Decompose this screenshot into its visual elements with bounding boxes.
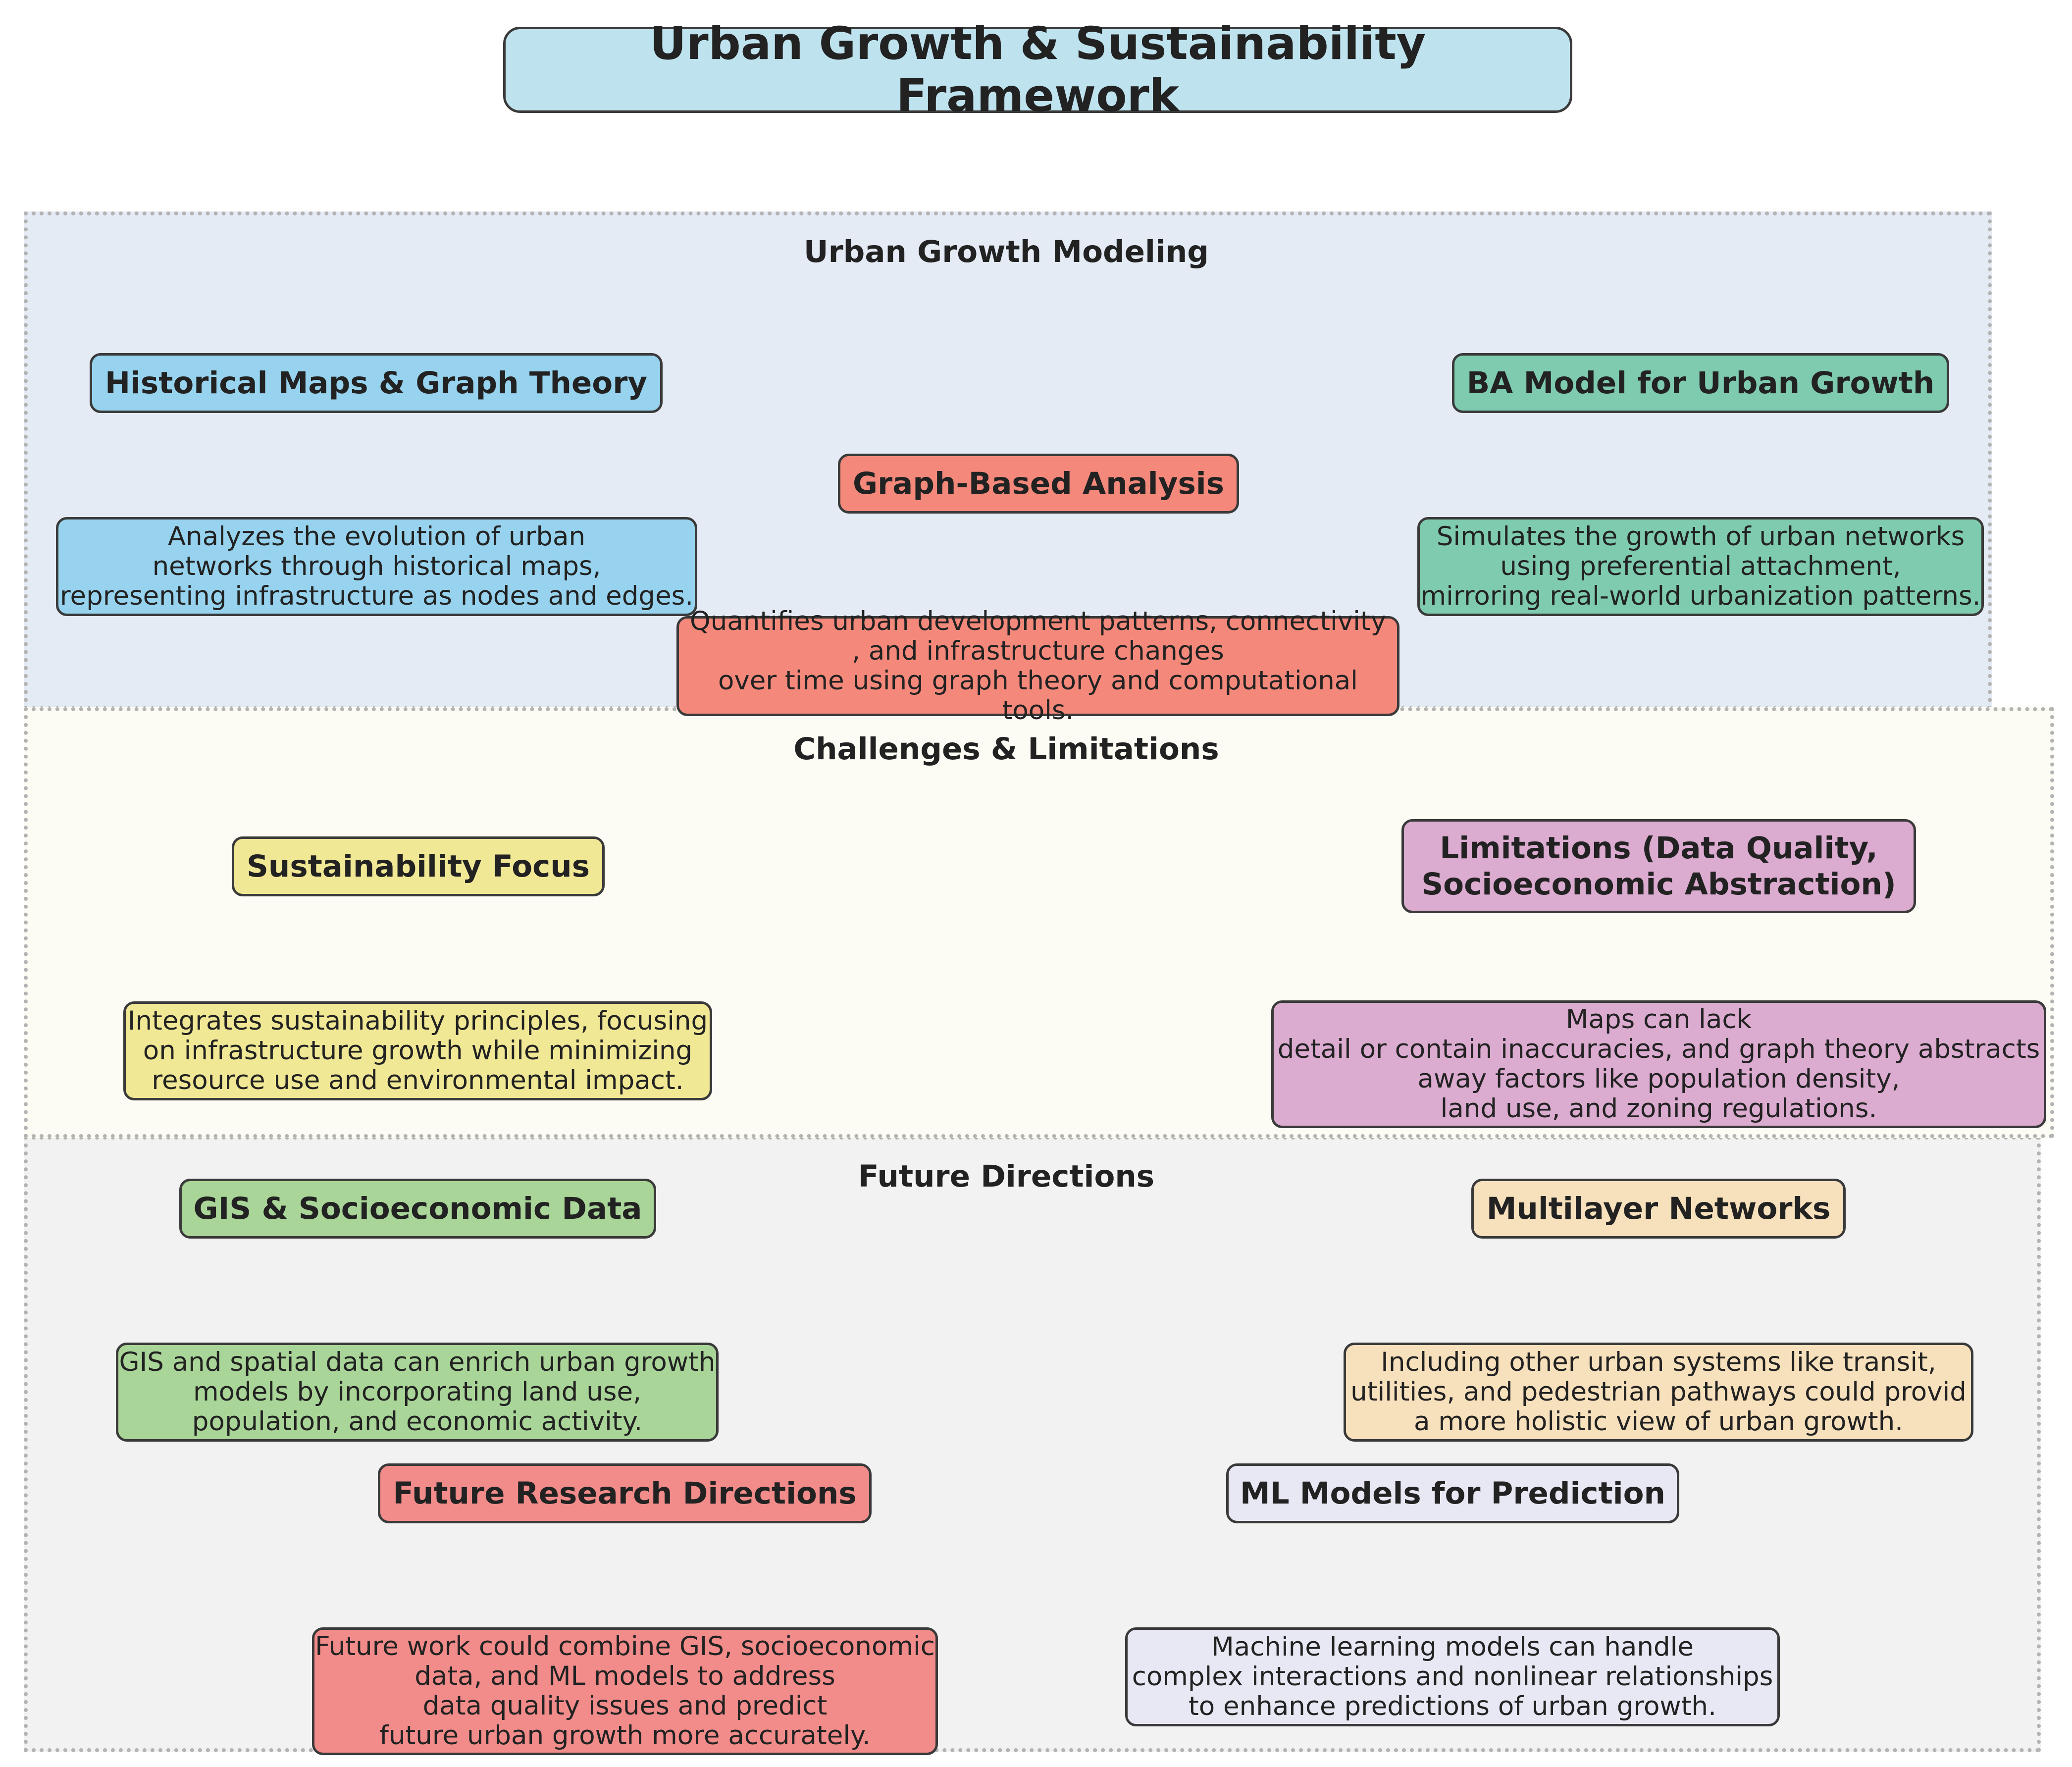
limitations-node: Limitations (Data Quality, Socioeconomic… bbox=[1401, 819, 1916, 913]
sustainability-focus-header: Sustainability Focus bbox=[246, 848, 590, 884]
gis-data-description: GIS and spatial data can enrich urban gr… bbox=[116, 1343, 719, 1442]
graph-analysis-description: Quantifies urban development patterns, c… bbox=[676, 607, 1399, 725]
limitations-header: Limitations (Data Quality, Socioeconomic… bbox=[1421, 830, 1896, 902]
future-research-header: Future Research Directions bbox=[393, 1475, 857, 1511]
ml-models-node: ML Models for Prediction bbox=[1226, 1463, 1679, 1523]
gis-data-node: GIS & Socioeconomic Data bbox=[179, 1179, 656, 1239]
historical-maps-header: Historical Maps & Graph Theory bbox=[104, 365, 648, 401]
sustainability-focus-node: Sustainability Focus bbox=[232, 836, 605, 896]
ml-models-description: Machine learning models can handle compl… bbox=[1125, 1627, 1780, 1726]
future-research-description: Future work could combine GIS, socioecon… bbox=[312, 1627, 938, 1755]
ml-models-header: ML Models for Prediction bbox=[1240, 1475, 1665, 1511]
historical-maps-description-text: Analyzes the evolution of urban networks… bbox=[59, 521, 694, 611]
multilayer-networks-description-text: Including other urban systems like trans… bbox=[1350, 1347, 1967, 1437]
historical-maps-description: Analyzes the evolution of urban networks… bbox=[56, 517, 697, 616]
gis-data-header: GIS & Socioeconomic Data bbox=[193, 1191, 642, 1226]
graph-analysis-header: Graph-Based Analysis bbox=[853, 466, 1224, 501]
historical-maps-node: Historical Maps & Graph Theory bbox=[90, 353, 663, 413]
multilayer-networks-node: Multilayer Networks bbox=[1471, 1179, 1846, 1239]
sustainability-focus-description-text: Integrates sustainability principles, fo… bbox=[127, 1006, 708, 1095]
ba-model-description-text: Simulates the growth of urban networks u… bbox=[1420, 521, 1981, 611]
diagram-title-text: Urban Growth & Sustainability Framework bbox=[649, 18, 1426, 122]
multilayer-networks-header: Multilayer Networks bbox=[1486, 1191, 1831, 1226]
cluster-label-future-directions: Future Directions bbox=[858, 1159, 1155, 1194]
future-research-description-text: Future work could combine GIS, socioecon… bbox=[315, 1631, 935, 1751]
graph-analysis-node: Graph-Based Analysis bbox=[838, 454, 1239, 514]
gis-data-description-text: GIS and spatial data can enrich urban gr… bbox=[119, 1347, 716, 1437]
sustainability-focus-description: Integrates sustainability principles, fo… bbox=[123, 1001, 712, 1100]
ba-model-node: BA Model for Urban Growth bbox=[1452, 353, 1949, 413]
cluster-label-urban-growth-modeling: Urban Growth Modeling bbox=[804, 234, 1209, 269]
multilayer-networks-description: Including other urban systems like trans… bbox=[1344, 1343, 1973, 1442]
cluster-label-challenges-limitations: Challenges & Limitations bbox=[793, 731, 1219, 767]
graph-analysis-description-text: Quantifies urban development patterns, c… bbox=[689, 606, 1387, 726]
diagram-title: Urban Growth & Sustainability Framework bbox=[503, 18, 1572, 122]
future-research-node: Future Research Directions bbox=[378, 1463, 872, 1523]
ba-model-description: Simulates the growth of urban networks u… bbox=[1417, 517, 1984, 616]
limitations-description: Maps can lack detail or contain inaccura… bbox=[1271, 1000, 2046, 1128]
ml-models-description-text: Machine learning models can handle compl… bbox=[1132, 1632, 1773, 1721]
limitations-description-text: Maps can lack detail or contain inaccura… bbox=[1277, 1004, 2040, 1124]
ba-model-header: BA Model for Urban Growth bbox=[1466, 365, 1935, 401]
